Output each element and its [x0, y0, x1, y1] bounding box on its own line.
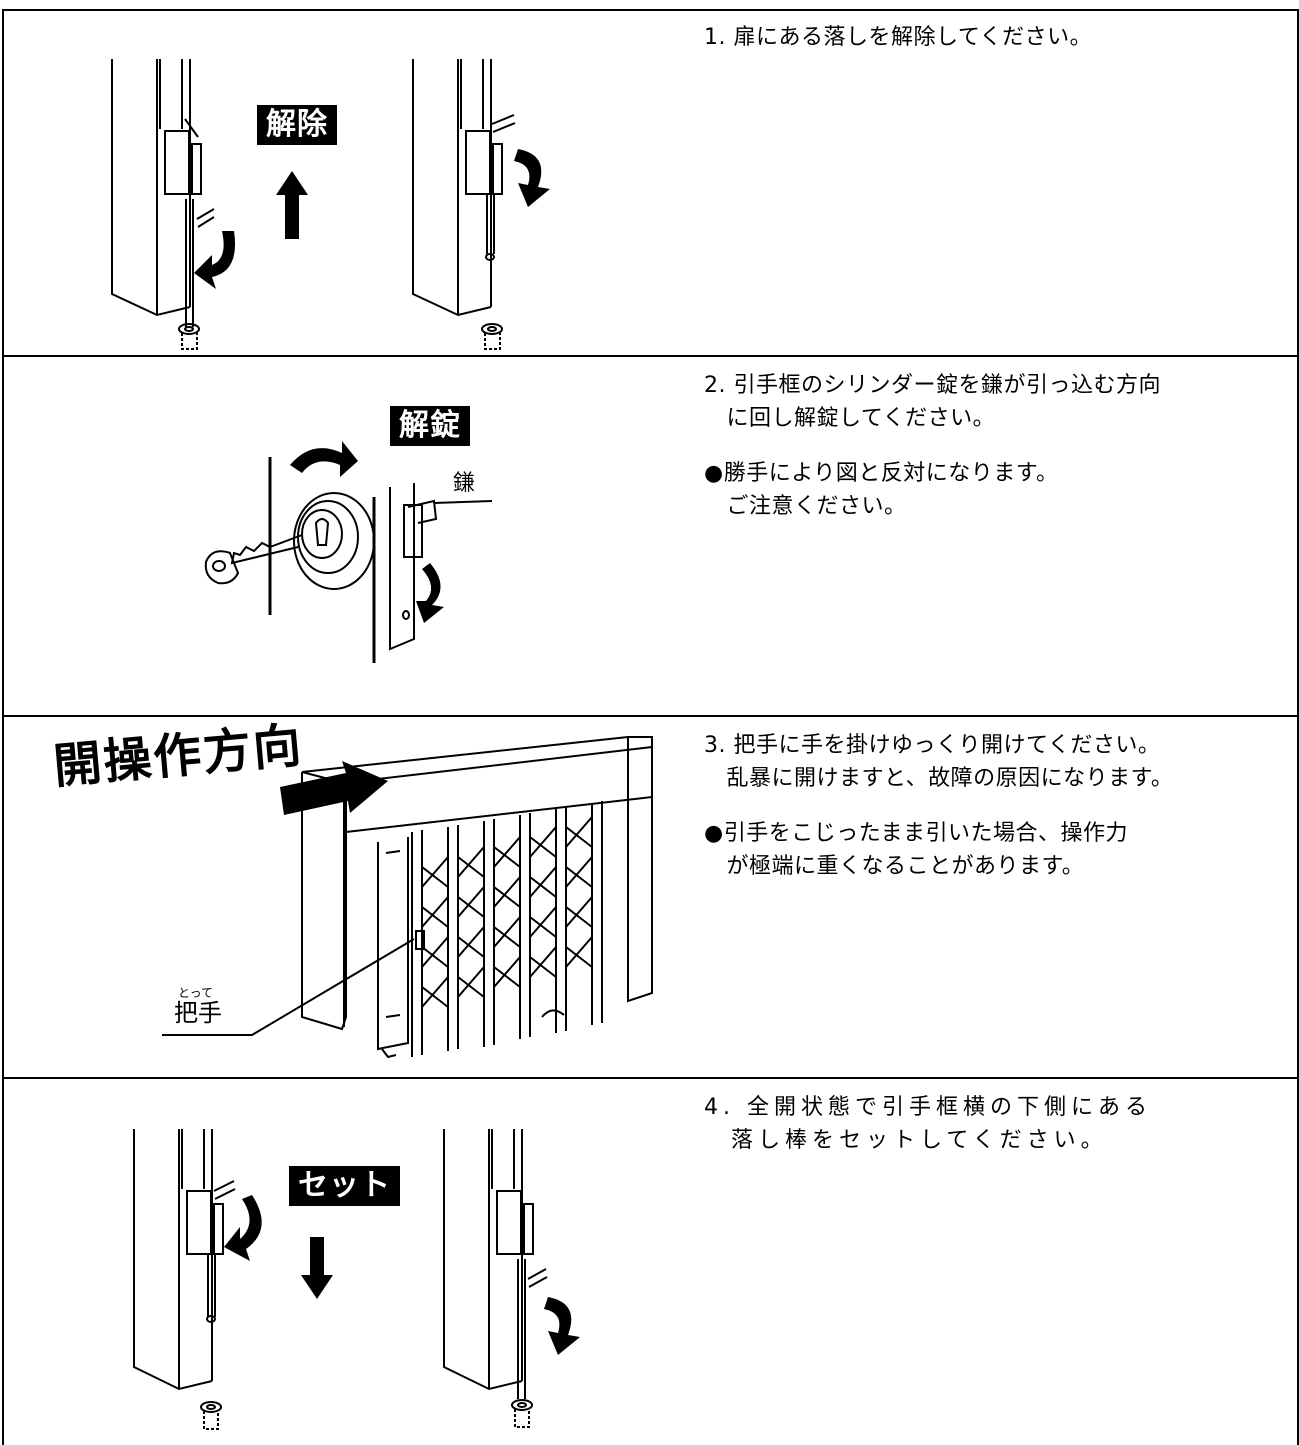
step-2-panel: 解錠 鎌 2. 引手框のシリンダー錠を鎌が引っ込む方向 に回し解錠してください。… [2, 357, 1299, 717]
step-1-panel: 解除 1. 扉にある落しを解除してください。 [2, 9, 1299, 357]
step-3-figure: 開操作方向 とって 把手 [2, 717, 702, 1077]
curved-arrow-icon [194, 231, 236, 289]
step-1-text: 1. 扉にある落しを解除してください。 [704, 21, 1294, 76]
folding-gate-illustration [162, 736, 653, 1059]
curved-arrow-icon [514, 149, 550, 207]
unlock-label: 解錠 [390, 406, 470, 446]
down-arrow-icon [301, 1237, 333, 1299]
latch-callout: 鎌 [453, 471, 476, 496]
handle-callout: 把手 [174, 999, 222, 1027]
drop-bolt-release-illustration [111, 59, 550, 350]
step-3-instruction: 3. 把手に手を掛けゆっくり開けてください。 乱暴に開けますと、故障の原因になり… [704, 733, 1174, 791]
step-2-note: ●勝手により図と反対になります。 ご注意ください。 [704, 461, 1059, 519]
step-4-panel: セット 4. 全開状態で引手框横の下側にある 落し棒をセットしてください。 [2, 1079, 1299, 1445]
step-3-panel: 開操作方向 とって 把手 3. 把手に手を掛けゆっくり開けてください。 乱暴に開… [2, 717, 1299, 1079]
step-2-text: 2. 引手框のシリンダー錠を鎌が引っ込む方向 に回し解錠してください。 ●勝手に… [704, 369, 1294, 545]
step-2-instruction: 2. 引手框のシリンダー錠を鎌が引っ込む方向 に回し解錠してください。 [704, 373, 1161, 431]
outer-frame [2, 9, 1299, 1445]
direction-arrow-icon [280, 761, 388, 815]
release-label: 解除 [257, 105, 337, 145]
curved-arrow-icon [416, 563, 444, 623]
curved-arrow-icon [544, 1297, 580, 1355]
step-4-instruction: 4. 全開状態で引手框横の下側にある 落し棒をセットしてください。 [704, 1095, 1152, 1153]
step-1-figure: 解除 [2, 9, 702, 355]
step-2-figure: 解錠 鎌 [2, 357, 702, 715]
cylinder-lock-illustration [204, 441, 493, 663]
curved-arrow-icon [224, 1195, 262, 1261]
step-3-text: 3. 把手に手を掛けゆっくり開けてください。 乱暴に開けますと、故障の原因になり… [704, 729, 1294, 905]
step-1-instruction: 1. 扉にある落しを解除してください。 [704, 25, 1093, 50]
up-arrow-icon [276, 171, 308, 239]
step-4-text: 4. 全開状態で引手框横の下側にある 落し棒をセットしてください。 [704, 1091, 1294, 1179]
handle-ruby: とって [178, 986, 214, 1000]
curved-arrow-icon [290, 441, 358, 477]
drop-bolt-set-illustration [133, 1129, 580, 1430]
step-3-note: ●引手をこじったまま引いた場合、操作力 が極端に重くなることがあります。 [704, 821, 1129, 879]
step-4-figure: セット [2, 1079, 702, 1445]
set-label: セット [289, 1166, 400, 1206]
